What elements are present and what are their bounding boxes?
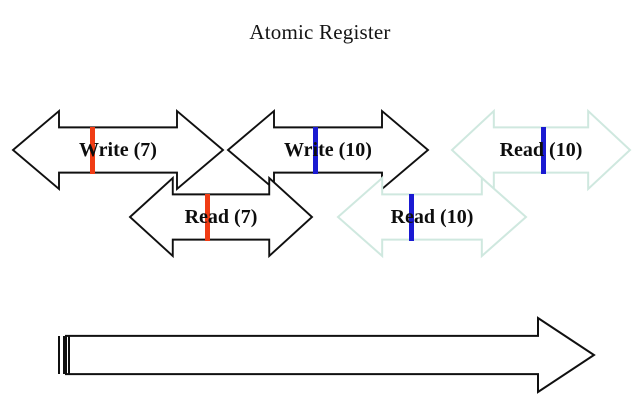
arrow-outline [336,175,528,259]
operation-arrow-shape [336,175,528,259]
linearization-point-read-10-top [541,127,546,174]
time-axis-shape [65,316,596,394]
time-origin-tick [63,336,65,374]
arrow-outline [11,108,225,192]
arrow-outline [128,175,314,259]
time-axis-outline [65,316,596,394]
page-title: Atomic Register [249,20,391,44]
linearization-point-read-10-bottom [409,194,414,241]
arrow-outline [226,108,430,192]
time-origin-tick [58,336,60,374]
linearization-point-write-7 [90,127,95,174]
time-origin-tick [68,336,70,374]
operation-arrow-shape [128,175,314,259]
linearization-point-write-10 [313,127,318,174]
operation-read-10-bottom[interactable]: Read (10) [336,175,528,259]
operation-arrow-shape [226,108,430,192]
operation-read-7[interactable]: Read (7) [128,175,314,259]
operation-arrow-shape [11,108,225,192]
time-axis-arrow[interactable] [58,316,596,394]
linearization-point-read-7 [205,194,210,241]
